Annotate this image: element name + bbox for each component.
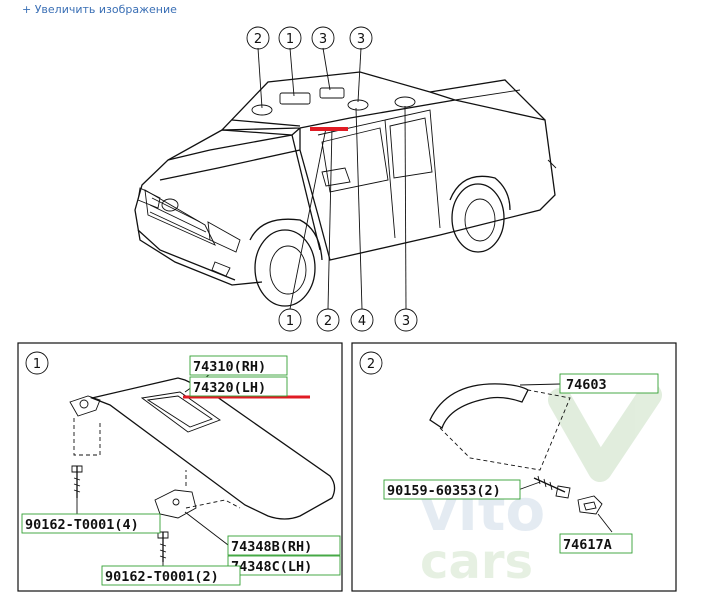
part-holder-rh: 74348B(RH) xyxy=(231,539,312,555)
overview-leaders xyxy=(257,47,407,310)
callout-top-1: 2 xyxy=(254,32,262,47)
overview-callouts-bottom: 1 2 4 3 xyxy=(278,308,418,332)
truck-illustration xyxy=(134,71,557,307)
assist-grip-part xyxy=(429,383,529,430)
callout-bottom-1: 1 xyxy=(286,314,294,329)
callout-bottom-4: 3 xyxy=(402,314,410,329)
watermark-line2: cars xyxy=(420,534,533,590)
panel2-index: 2 xyxy=(367,357,375,372)
callout-bottom-3: 4 xyxy=(358,314,366,329)
panel1-index: 1 xyxy=(33,357,41,372)
part-holder-lh: 74348C(LH) xyxy=(231,559,312,575)
callout-top-4: 3 xyxy=(357,32,365,47)
overview-callouts-top: 2 1 3 3 xyxy=(246,26,373,50)
callout-top-2: 1 xyxy=(286,32,294,47)
part-visor-rh: 74310(RH) xyxy=(193,359,266,375)
enlarge-image-link[interactable]: + Увеличить изображение xyxy=(22,3,177,16)
watermark-check-icon xyxy=(548,383,662,482)
callout-top-3: 3 xyxy=(319,32,327,47)
part-bolt: 90159-60353(2) xyxy=(387,483,501,499)
part-cover: 74617A xyxy=(563,537,612,553)
callout-bottom-2: 2 xyxy=(324,314,332,329)
part-grip: 74603 xyxy=(566,377,607,393)
part-screw-lower: 90162-T0001(2) xyxy=(105,569,219,585)
panel-assist-grip: 2 74603 90159-60353(2) 74617A xyxy=(351,342,677,592)
watermark: vito cars xyxy=(420,383,662,590)
sun-visor-part xyxy=(89,377,336,520)
part-visor-lh: 74320(LH) xyxy=(193,380,266,396)
panel-sun-visor: 1 74310(RH) 74320(LH) 90162- xyxy=(17,342,343,592)
part-screw-upper: 90162-T0001(4) xyxy=(25,517,139,533)
